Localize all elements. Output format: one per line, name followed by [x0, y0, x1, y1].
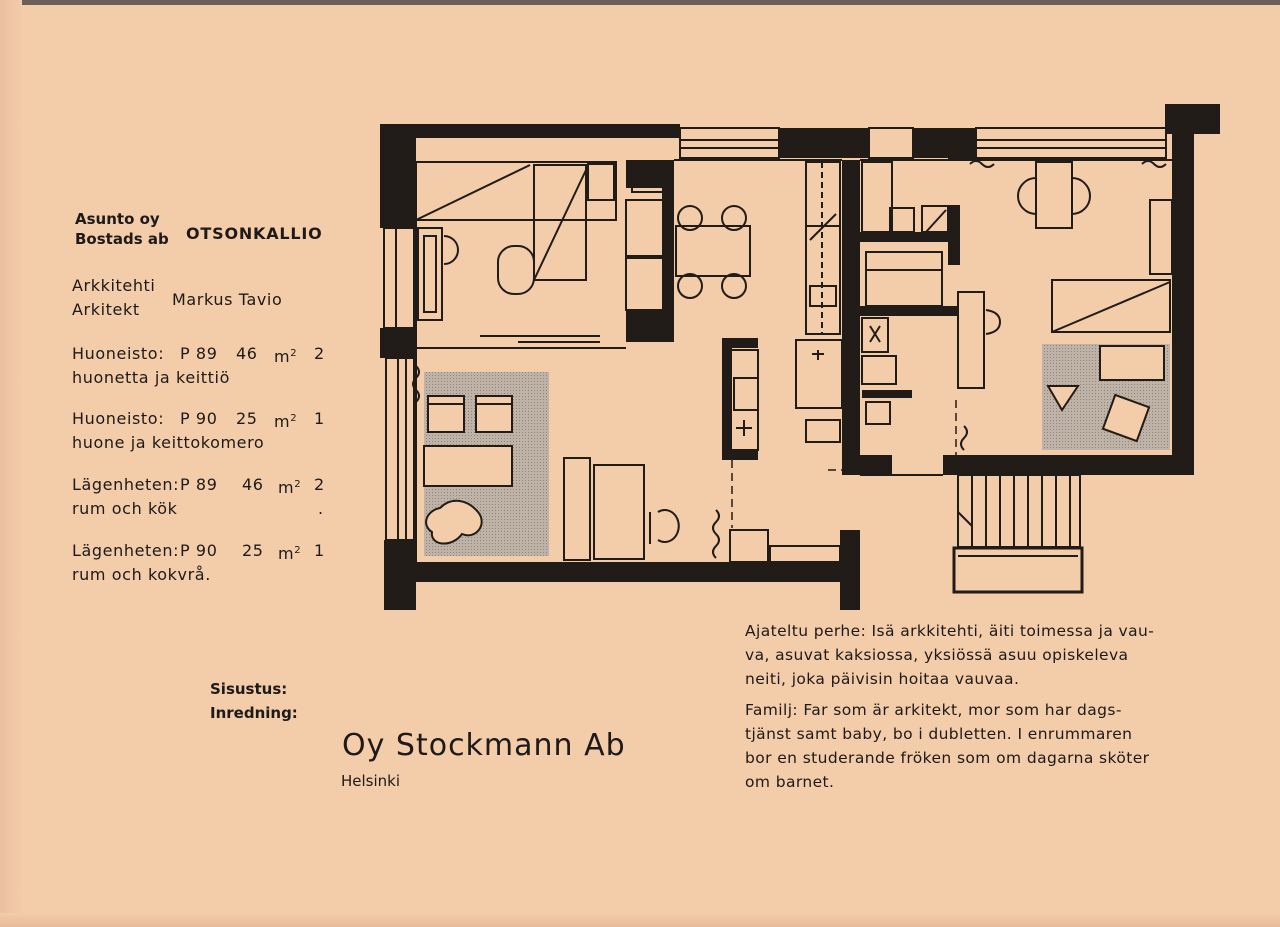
page-edge-top — [0, 0, 1280, 5]
family-paragraph-fi: Ajateltu perhe: Isä arkkitehti, äiti toi… — [745, 619, 1197, 691]
architect-label-sv: Arkitekt — [72, 300, 140, 319]
paragraph-line: om barnet. — [745, 773, 835, 791]
apartment-count: 2 — [314, 475, 325, 494]
apartment-area: 25 — [242, 541, 264, 560]
door-lines — [731, 400, 957, 528]
curtains — [412, 160, 1167, 559]
apartment-unit: m2 — [274, 412, 298, 431]
stairs — [952, 474, 1084, 594]
living-area — [423, 372, 841, 563]
apartment-mark: . — [318, 499, 324, 518]
apartment-count: 1 — [314, 409, 325, 428]
interior-label-sv: Inredning: — [210, 704, 298, 722]
family-paragraph-sv: Familj: Far som är arkitekt, mor som har… — [745, 698, 1197, 794]
partitions — [415, 159, 1172, 562]
page-edge-bottom — [0, 913, 1280, 927]
paragraph-line: bor en studerande fröken som om dagarna … — [745, 749, 1150, 767]
paragraph-line: va, asuvat kaksiossa, yksiössä asuu opis… — [745, 646, 1129, 664]
apartment-unit: m2 — [278, 544, 302, 563]
apartment-unit: m2 — [278, 478, 302, 497]
apartment-label: Lägenheten: — [72, 541, 180, 560]
windows — [383, 127, 1167, 541]
apartment-label: Huoneisto: — [72, 344, 165, 363]
apartment-area: 46 — [236, 344, 258, 363]
apartment-desc: huonetta ja keittiö — [72, 368, 230, 387]
apartment-label: Huoneisto: — [72, 409, 165, 428]
paragraph-line: neiti, joka päivisin hoitaa vauvaa. — [745, 670, 1020, 688]
company-line2: Bostads ab — [75, 230, 169, 248]
architect-label-fi: Arkkitehti — [72, 276, 156, 295]
apartment-code: P 89 — [180, 475, 218, 494]
apartment-count: 2 — [314, 344, 325, 363]
apartment-desc: huone ja keittokomero — [72, 433, 265, 452]
paragraph-line: Familj: Far som är arkitekt, mor som har… — [745, 701, 1122, 719]
interior-city: Helsinki — [341, 772, 401, 790]
studio-furniture — [957, 161, 1173, 450]
interior-company: Oy Stockmann Ab — [342, 728, 626, 763]
apartment-code: P 90 — [180, 409, 218, 428]
paragraph-line: tjänst samt baby, bo i dubletten. I enru… — [745, 725, 1133, 743]
apartment-code: P 89 — [180, 344, 218, 363]
dining-set — [675, 205, 751, 299]
apartment-label: Lägenheten: — [72, 475, 180, 494]
company-line1: Asunto oy — [75, 210, 160, 228]
page-edge-left — [0, 0, 22, 927]
apartment-code: P 90 — [180, 541, 218, 560]
apartment-desc: rum och kök — [72, 499, 178, 518]
bathroom-units — [861, 161, 949, 425]
project-name: OTSONKALLIO — [186, 224, 323, 243]
interior-label-fi: Sisustus: — [210, 680, 288, 698]
apartment-area: 46 — [242, 475, 264, 494]
apartment-desc: rum och kokvrå. — [72, 565, 211, 584]
apartment-area: 25 — [236, 409, 258, 428]
kitchen-units — [729, 161, 843, 451]
apartment-count: 1 — [314, 541, 325, 560]
architect-name: Markus Tavio — [172, 290, 283, 309]
paragraph-line: Ajateltu perhe: Isä arkkitehti, äiti toi… — [745, 622, 1155, 640]
apartment-unit: m2 — [274, 347, 298, 366]
